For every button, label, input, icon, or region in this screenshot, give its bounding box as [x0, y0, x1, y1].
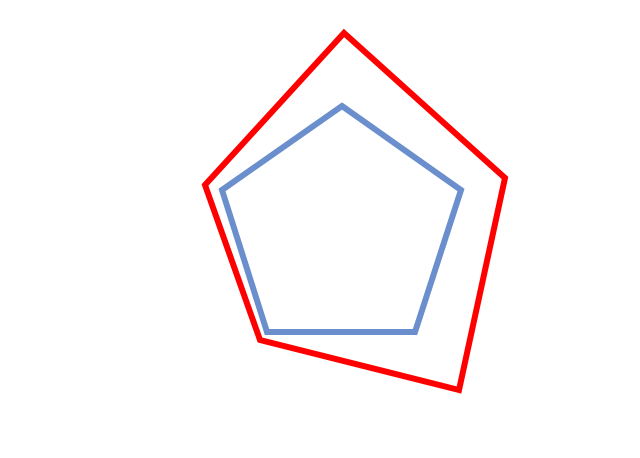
inner-blue-pentagon — [218, 102, 465, 335]
outer-red-pentagon — [201, 28, 509, 394]
